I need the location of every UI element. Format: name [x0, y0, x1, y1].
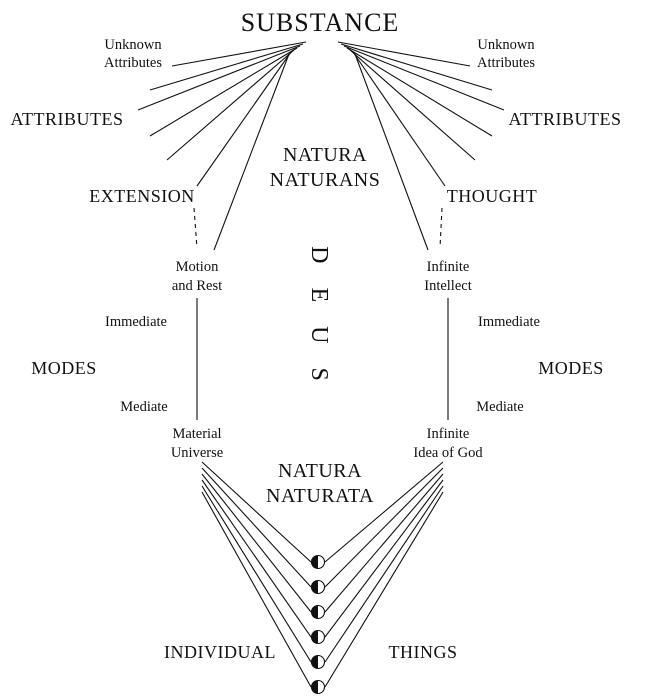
fan-line — [213, 53, 290, 251]
individual-thing-shading — [311, 580, 318, 594]
fan-lines-right — [337, 41, 505, 251]
convergence-line — [201, 467, 312, 588]
convergence-line — [324, 461, 444, 563]
thought-to-intellect-dashed-line — [439, 207, 443, 249]
immediate-right-label: Immediate — [478, 314, 540, 330]
unknown-attributes-right-label-line2: Attributes — [477, 55, 535, 71]
fan-line — [149, 47, 298, 137]
infinite-idea-of-god-label-line2: Idea of God — [413, 445, 483, 461]
unknown-attributes-right-label-line1: Unknown — [477, 37, 535, 53]
infinite-intellect-label-line1: Infinite — [427, 259, 470, 275]
material-universe-label-line1: Material — [172, 426, 221, 442]
natura-naturata-label-line2: NATURATA — [266, 485, 374, 507]
substance-label: SUBSTANCE — [241, 8, 400, 37]
fan-line — [337, 41, 471, 67]
convergence-lines-left — [201, 461, 312, 688]
fan-line — [354, 53, 429, 251]
fan-line — [340, 43, 493, 91]
convergence-line — [201, 461, 312, 563]
individual-things-circles — [310, 554, 326, 695]
fan-line — [171, 41, 307, 67]
convergence-line — [324, 491, 444, 688]
natura-naturata-label-line1: NATURA — [278, 460, 362, 482]
natura-naturans-label-line2: NATURANS — [270, 169, 381, 191]
individual-thing-shading — [311, 605, 318, 619]
things-label: THINGS — [389, 642, 458, 662]
unknown-attributes-left-label-line1: Unknown — [104, 37, 162, 53]
convergence-line — [201, 479, 312, 638]
unknown-attributes-left-label-line2: Attributes — [104, 55, 162, 71]
fan-line — [352, 51, 446, 187]
convergence-line — [324, 485, 444, 663]
mediate-left-label: Mediate — [120, 399, 168, 415]
mediate-right-label: Mediate — [476, 399, 524, 415]
thought-label: THOUGHT — [447, 186, 538, 206]
convergence-line — [201, 485, 312, 663]
motion-and-rest-label-line2: and Rest — [172, 278, 222, 294]
immediate-left-label: Immediate — [105, 314, 167, 330]
fan-line — [346, 47, 493, 137]
convergence-line — [324, 467, 444, 588]
individual-thing-shading — [311, 630, 318, 644]
fan-lines-left — [137, 41, 307, 251]
attributes-right-label: ATTRIBUTES — [509, 109, 622, 129]
individual-label: INDIVIDUAL — [164, 642, 276, 662]
modes-left-label: MODES — [31, 358, 97, 378]
modes-right-label: MODES — [538, 358, 604, 378]
fan-line — [349, 49, 476, 161]
convergence-line — [324, 479, 444, 638]
fan-line — [196, 51, 292, 187]
individual-thing-shading — [311, 655, 318, 669]
fan-line — [137, 45, 301, 111]
fan-line — [166, 49, 295, 161]
convergence-lines-right — [324, 461, 444, 688]
material-universe-label-line2: Universe — [171, 445, 223, 461]
convergence-line — [324, 473, 444, 613]
fan-line — [343, 45, 505, 111]
infinite-intellect-label-line2: Intellect — [424, 278, 472, 294]
infinite-idea-of-god-label-line1: Infinite — [427, 426, 470, 442]
attributes-left-label: ATTRIBUTES — [11, 109, 124, 129]
deus-label: D E U S — [306, 246, 332, 390]
fan-line — [149, 43, 304, 91]
individual-thing-shading — [311, 555, 318, 569]
natura-naturans-label-line1: NATURA — [283, 144, 367, 166]
individual-thing-shading — [311, 680, 318, 694]
convergence-line — [201, 473, 312, 613]
convergence-line — [201, 491, 312, 688]
extension-to-motion-dashed-line — [193, 207, 198, 249]
motion-and-rest-label-line1: Motion — [176, 259, 219, 275]
extension-label: EXTENSION — [89, 186, 195, 206]
